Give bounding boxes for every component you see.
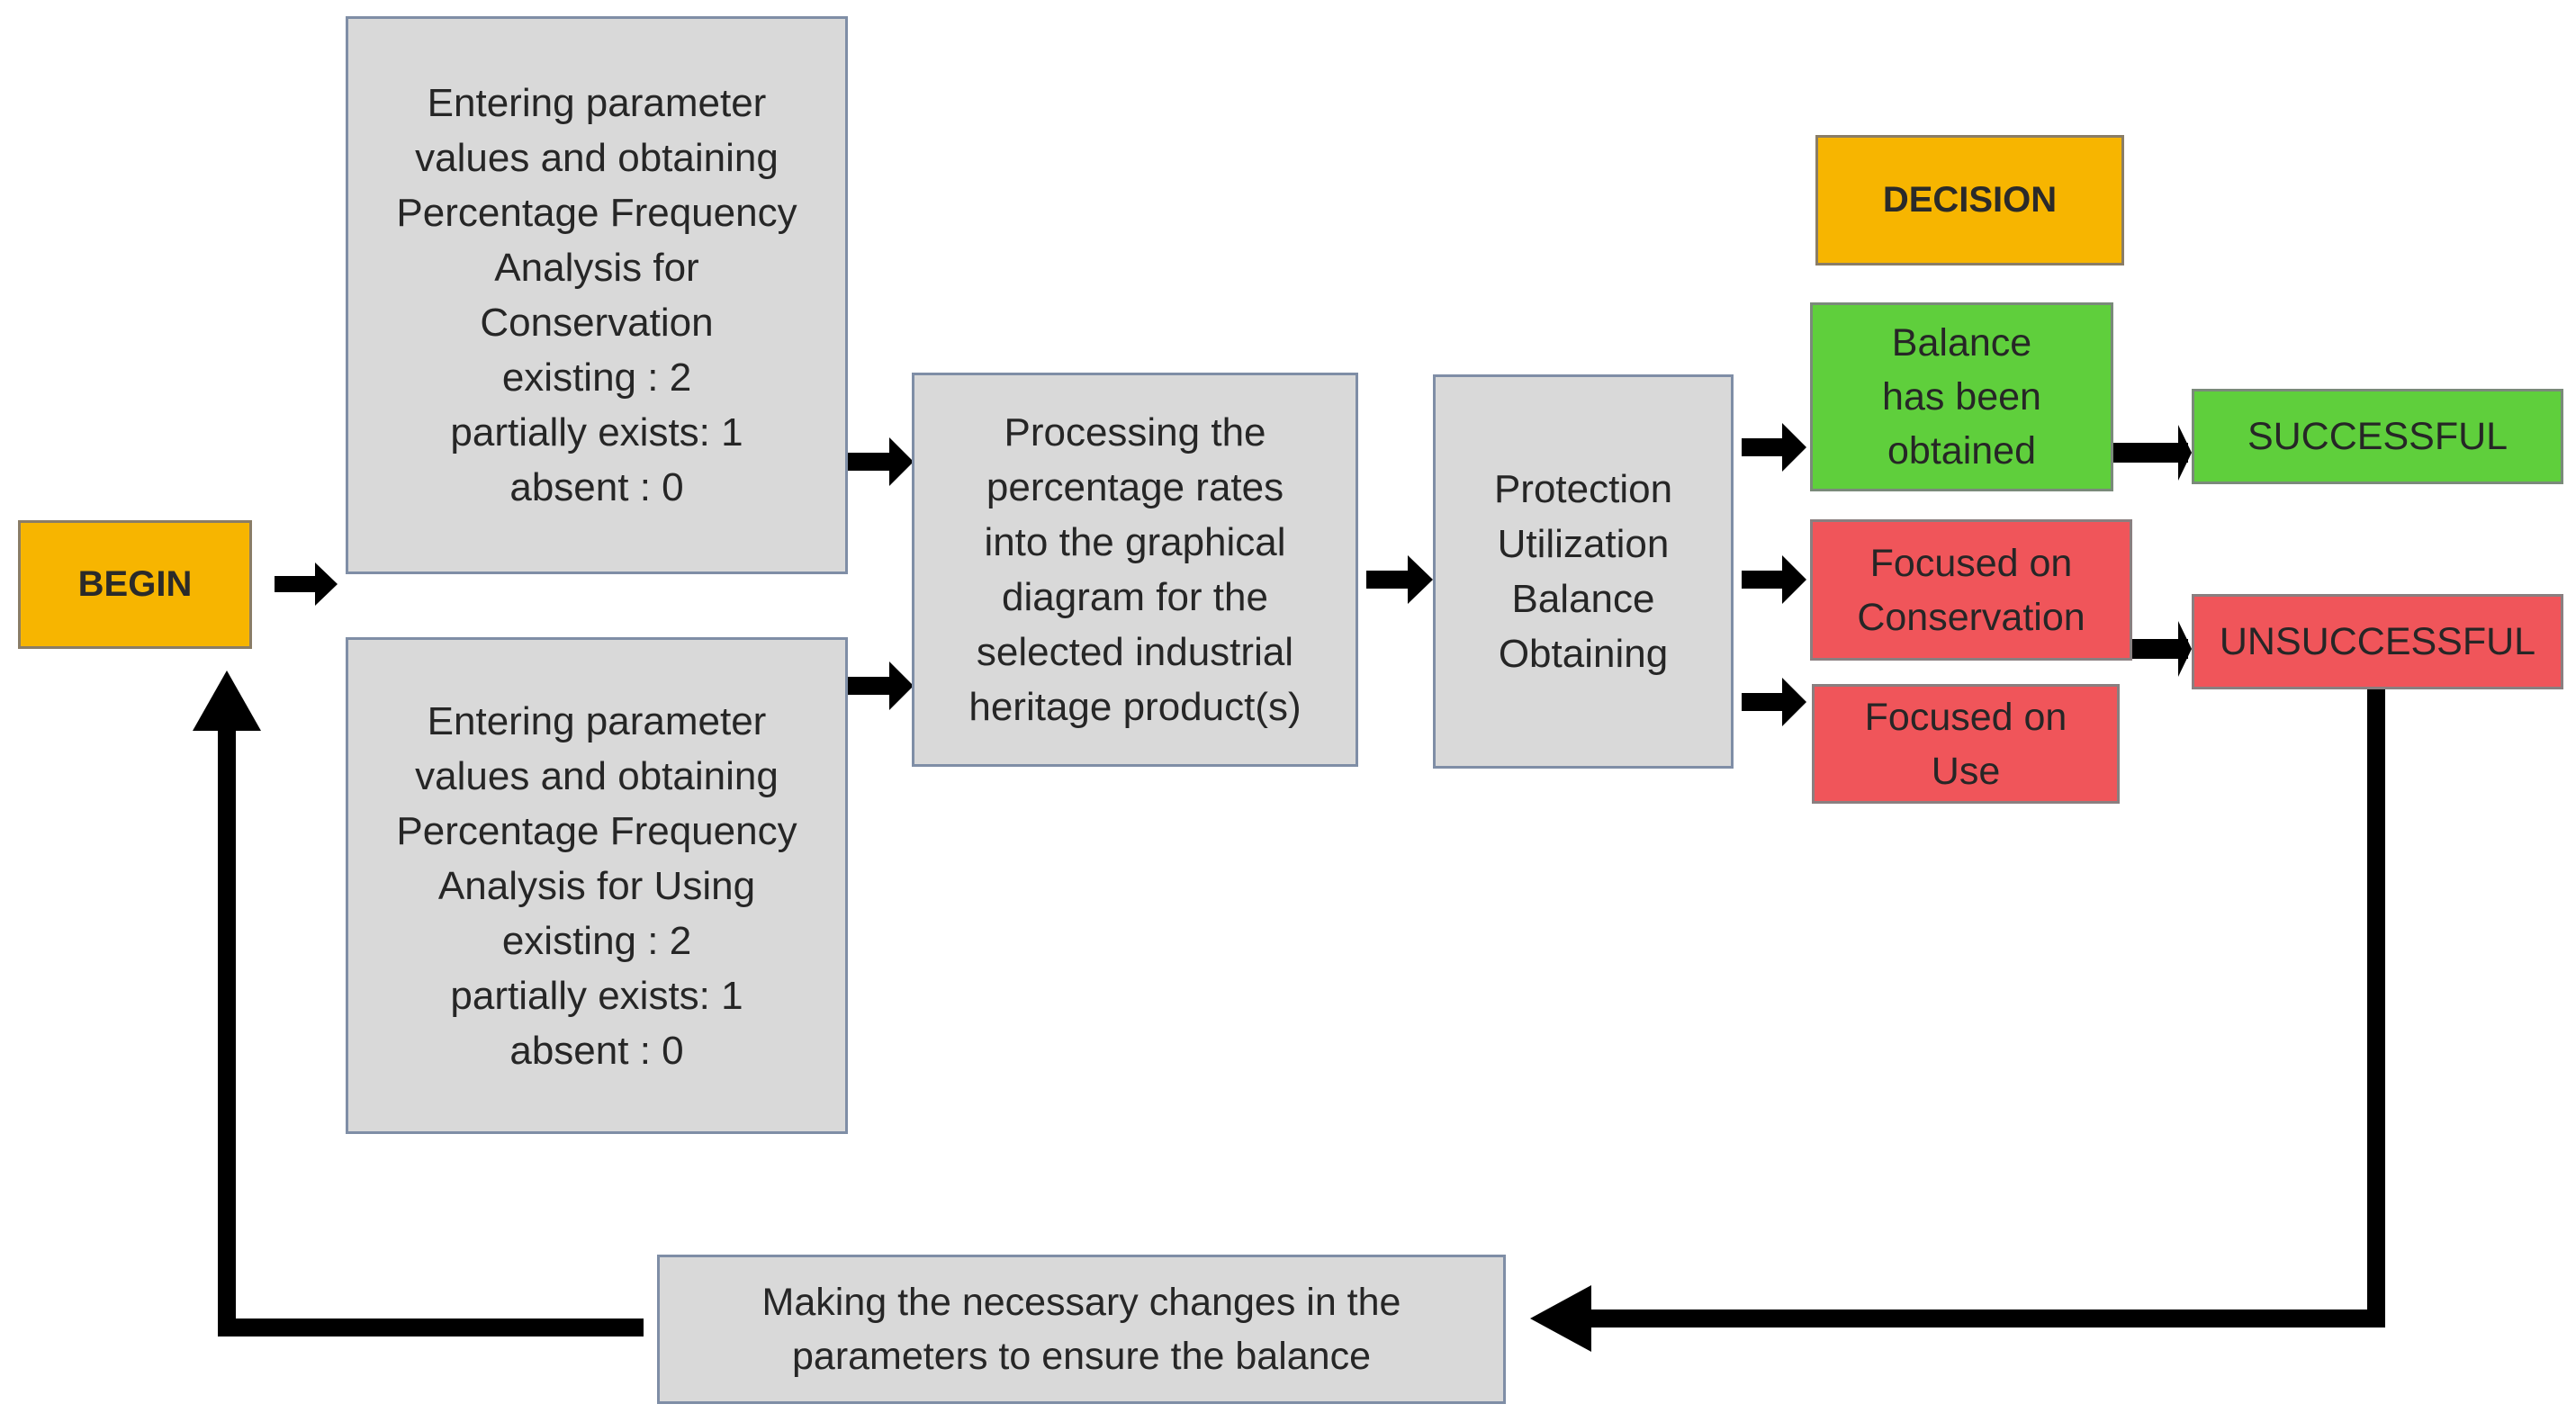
protection-line: Obtaining — [1498, 632, 1669, 676]
focused-conservation-line: Focused on — [1869, 541, 2073, 585]
processing-line: diagram for the — [1002, 575, 1268, 619]
protection-line: Balance — [1511, 577, 1655, 621]
balance-line: obtained — [1887, 429, 2036, 472]
focused-conservation-line: Conservation — [1857, 595, 2085, 639]
decision-label: DECISION — [1882, 180, 2058, 220]
using-line: partially exists: 1 — [450, 973, 743, 1018]
arrow-using-to-processing — [848, 662, 914, 710]
protection-line: Utilization — [1497, 522, 1670, 566]
focused-use-line: Use — [1931, 749, 2001, 793]
successful-box: SUCCESSFUL — [2192, 389, 2563, 484]
protection-line: Protection — [1493, 467, 1673, 511]
using-line: Percentage Frequency — [396, 808, 797, 853]
processing-line: percentage rates — [986, 465, 1284, 509]
using-line: Analysis for Using — [437, 863, 756, 908]
arrow-balance-to-successful — [2112, 425, 2192, 481]
unsuccessful-label: UNSUCCESSFUL — [2219, 620, 2536, 663]
arrow-conservation-to-processing — [848, 437, 914, 486]
using-line: Entering parameter — [427, 698, 767, 743]
processing-line: into the graphical — [984, 520, 1286, 564]
using-line: values and obtaining — [415, 753, 779, 798]
conservation-line: existing : 2 — [501, 356, 692, 400]
conservation-line: values and obtaining — [415, 136, 779, 180]
focused-use-box: Focused on Use — [1812, 684, 2120, 804]
processing-line: Processing the — [1004, 410, 1266, 454]
processing-line: heritage product(s) — [968, 685, 1302, 729]
arrow-protection-to-focused-use — [1742, 678, 1806, 726]
processing-line: selected industrial — [976, 630, 1294, 674]
processing-box: Processing the percentage rates into the… — [912, 373, 1358, 767]
changes-line: Making the necessary changes in the — [761, 1281, 1401, 1324]
focused-conservation-box: Focused on Conservation — [1810, 519, 2132, 661]
loop-changes-to-begin — [193, 670, 644, 1336]
arrow-protection-to-balance — [1742, 423, 1806, 472]
using-line: existing : 2 — [501, 918, 692, 963]
unsuccessful-box: UNSUCCESSFUL — [2192, 594, 2563, 689]
decision-box: DECISION — [1815, 135, 2124, 266]
conservation-line: Entering parameter — [427, 81, 767, 125]
balance-obtained-box: Balance has been obtained — [1810, 302, 2113, 491]
balance-line: has been — [1882, 375, 2041, 418]
loop-unsuccessful-to-changes — [1530, 687, 2385, 1352]
conservation-line: absent : 0 — [509, 465, 684, 509]
arrow-begin-to-inputs — [275, 562, 338, 606]
conservation-line: Conservation — [480, 301, 714, 345]
arrow-protection-to-focused-conservation — [1742, 555, 1806, 604]
balance-line: Balance — [1891, 321, 2032, 364]
conservation-line: Percentage Frequency — [396, 191, 797, 235]
protection-box: Protection Utilization Balance Obtaining — [1433, 374, 1734, 769]
begin-box: BEGIN — [18, 520, 252, 649]
focused-use-line: Focused on — [1864, 695, 2067, 739]
begin-label: BEGIN — [77, 564, 193, 604]
conservation-line: Analysis for — [494, 246, 699, 290]
arrow-processing-to-protection — [1366, 555, 1433, 604]
changes-line: parameters to ensure the balance — [791, 1335, 1371, 1378]
successful-label: SUCCESSFUL — [2247, 415, 2508, 458]
conservation-input-box: Entering parameter values and obtaining … — [346, 16, 848, 574]
using-line: absent : 0 — [509, 1028, 684, 1073]
changes-box: Making the necessary changes in the para… — [657, 1255, 1506, 1404]
conservation-line: partially exists: 1 — [450, 410, 743, 454]
using-input-box: Entering parameter values and obtaining … — [346, 637, 848, 1134]
